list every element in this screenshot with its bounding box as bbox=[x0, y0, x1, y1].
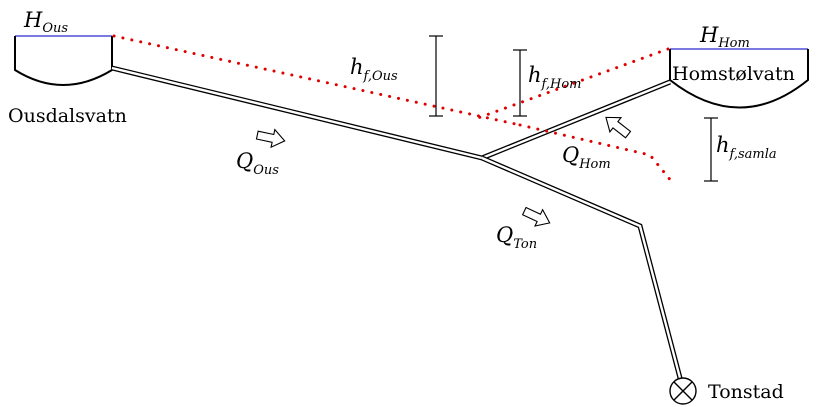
flow-arrow-ton-icon bbox=[521, 206, 551, 227]
flow-arrow-hom-icon bbox=[605, 116, 632, 139]
q-hom-label: QHom bbox=[562, 143, 611, 172]
dimension-hf-ous bbox=[429, 35, 443, 117]
head-hom-label: HHom bbox=[699, 23, 750, 51]
pipes bbox=[111, 65, 683, 379]
ousdal-reservoir bbox=[14, 35, 113, 86]
q-ton-label: QTon bbox=[496, 223, 537, 252]
energy-line-ousdal bbox=[112, 34, 522, 127]
hf-samla-label: hf,samla bbox=[716, 133, 777, 162]
dimension-hf-samla bbox=[704, 117, 718, 182]
flow-arrow-ous-icon bbox=[255, 128, 286, 149]
turbine-icon bbox=[669, 377, 697, 405]
homstol-name-label: Homstølvatn bbox=[672, 63, 795, 85]
tonstad-label: Tonstad bbox=[708, 381, 784, 403]
ousdal-name-label: Ousdalsvatn bbox=[8, 105, 127, 127]
hf-ous-label: hf,Ous bbox=[350, 55, 398, 84]
dimension-hf-hom bbox=[513, 49, 527, 117]
energy-line-homstol bbox=[476, 47, 670, 120]
ousdal-basin bbox=[14, 36, 113, 86]
energy-line-samla bbox=[518, 123, 674, 184]
hf-hom-label: hf,Hom bbox=[528, 63, 582, 92]
head-ous-label: HOus bbox=[23, 8, 68, 36]
homstol-basin bbox=[669, 49, 809, 109]
homstol-reservoir bbox=[669, 48, 809, 109]
q-ous-label: QOus bbox=[236, 149, 279, 178]
energy-lines bbox=[112, 34, 674, 184]
